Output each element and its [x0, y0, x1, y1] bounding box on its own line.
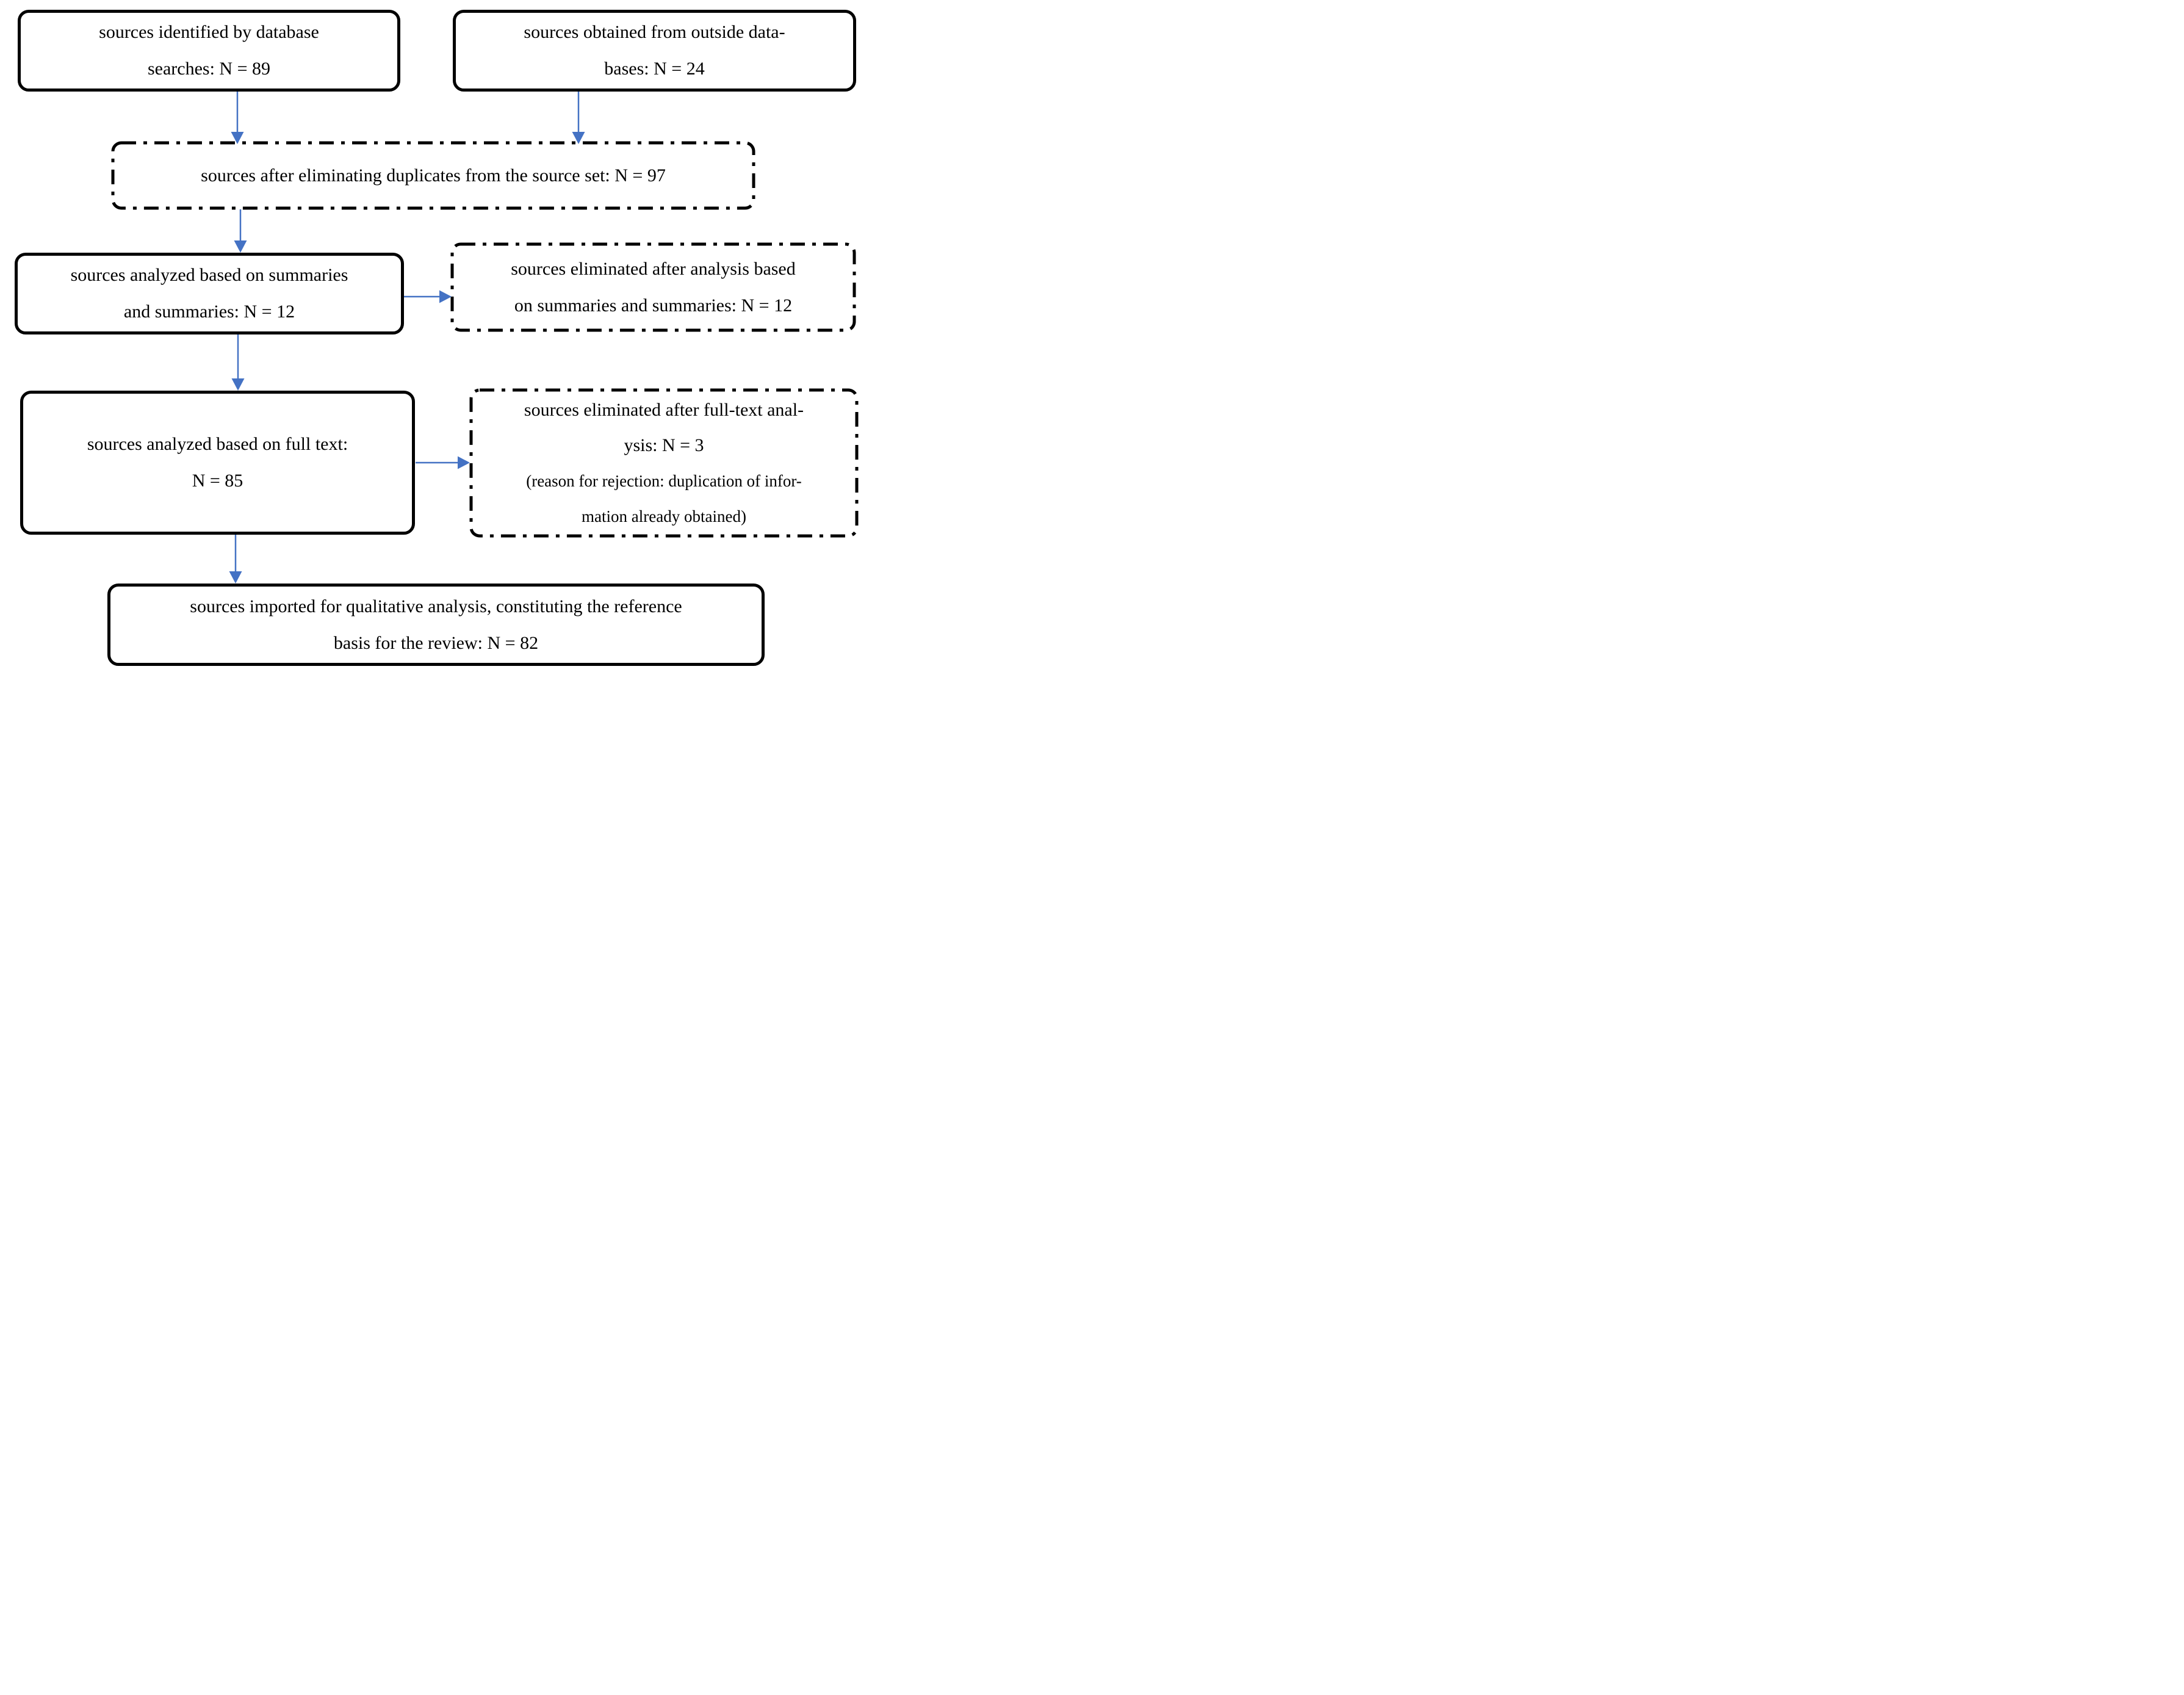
right-arrow-head-icon [439, 290, 452, 303]
flow-box-imported [107, 584, 765, 666]
flow-box-imported-text: sources imported for qualitative analysi… [107, 584, 765, 666]
flow-box-summaries-text: sources analyzed based on summaries and … [15, 253, 404, 334]
down-arrow-head-icon [229, 571, 242, 584]
flow-box-dedup-text: sources after eliminating duplicates fro… [113, 143, 754, 208]
box-text-line: searches: N = 89 [147, 59, 271, 79]
flowchart-source-selection: sources identified by database searches:… [0, 0, 874, 678]
box-text-line: sources eliminated after analysis based [511, 258, 796, 279]
box-text-line: ysis: N = 3 [624, 435, 704, 455]
box-text-line: (reason for rejection: duplication of in… [526, 471, 802, 490]
flow-box-identified [18, 10, 400, 92]
box-text-line: bases: N = 24 [604, 59, 705, 79]
box-text-line: on summaries and summaries: N = 12 [514, 295, 793, 316]
box-text-line: mation already obtained) [582, 507, 746, 526]
flow-box-outside-text: sources obtained from outside data- base… [453, 10, 856, 92]
right-arrow-head-icon [458, 456, 470, 469]
box-text-line: sources eliminated after full-text anal- [524, 399, 804, 420]
flow-box-outside [453, 10, 856, 92]
box-text-line: sources imported for qualitative analysi… [190, 596, 682, 616]
connectors-layer [111, 92, 859, 584]
box-text-line: sources analyzed based on summaries [70, 265, 348, 285]
box-text-line: sources analyzed based on full text: [87, 434, 348, 454]
box-text-line: sources after eliminating duplicates fro… [201, 165, 666, 186]
flow-box-fulltext [20, 391, 415, 535]
flow-box-summaries [15, 253, 404, 334]
box-text-line: basis for the review: N = 82 [333, 632, 539, 653]
box-text-line: sources obtained from outside data- [524, 22, 785, 42]
box-text-line: N = 85 [192, 471, 243, 491]
arrow-identified-to-dedup [231, 92, 244, 144]
arrow-summaries-to-eliminated-summaries [404, 290, 452, 303]
dashdot-box-dedup-border [111, 141, 755, 210]
arrow-dedup-to-summaries [234, 209, 247, 253]
arrow-fulltext-to-imported [229, 535, 242, 584]
down-arrow-head-icon [231, 378, 245, 391]
flow-box-fulltext-text: sources analyzed based on full text: N =… [20, 391, 415, 535]
arrow-outside-to-dedup [572, 92, 585, 144]
arrow-fulltext-to-eliminated-fulltext [416, 456, 470, 469]
box-text-line: sources identified by database [99, 22, 319, 42]
flow-box-identified-text: sources identified by database searches:… [18, 10, 400, 92]
dashdot-box-eliminated-summaries-border [450, 242, 856, 332]
box-text-line: and summaries: N = 12 [123, 302, 295, 322]
arrow-summaries-to-fulltext [231, 334, 245, 391]
down-arrow-head-icon [234, 240, 247, 253]
flow-box-eliminated-fulltext-text: sources eliminated after full-text anal-… [471, 390, 857, 536]
down-arrow-head-icon [231, 132, 244, 144]
down-arrow-head-icon [572, 132, 585, 144]
flow-box-eliminated-summaries-text: sources eliminated after analysis based … [452, 244, 854, 330]
